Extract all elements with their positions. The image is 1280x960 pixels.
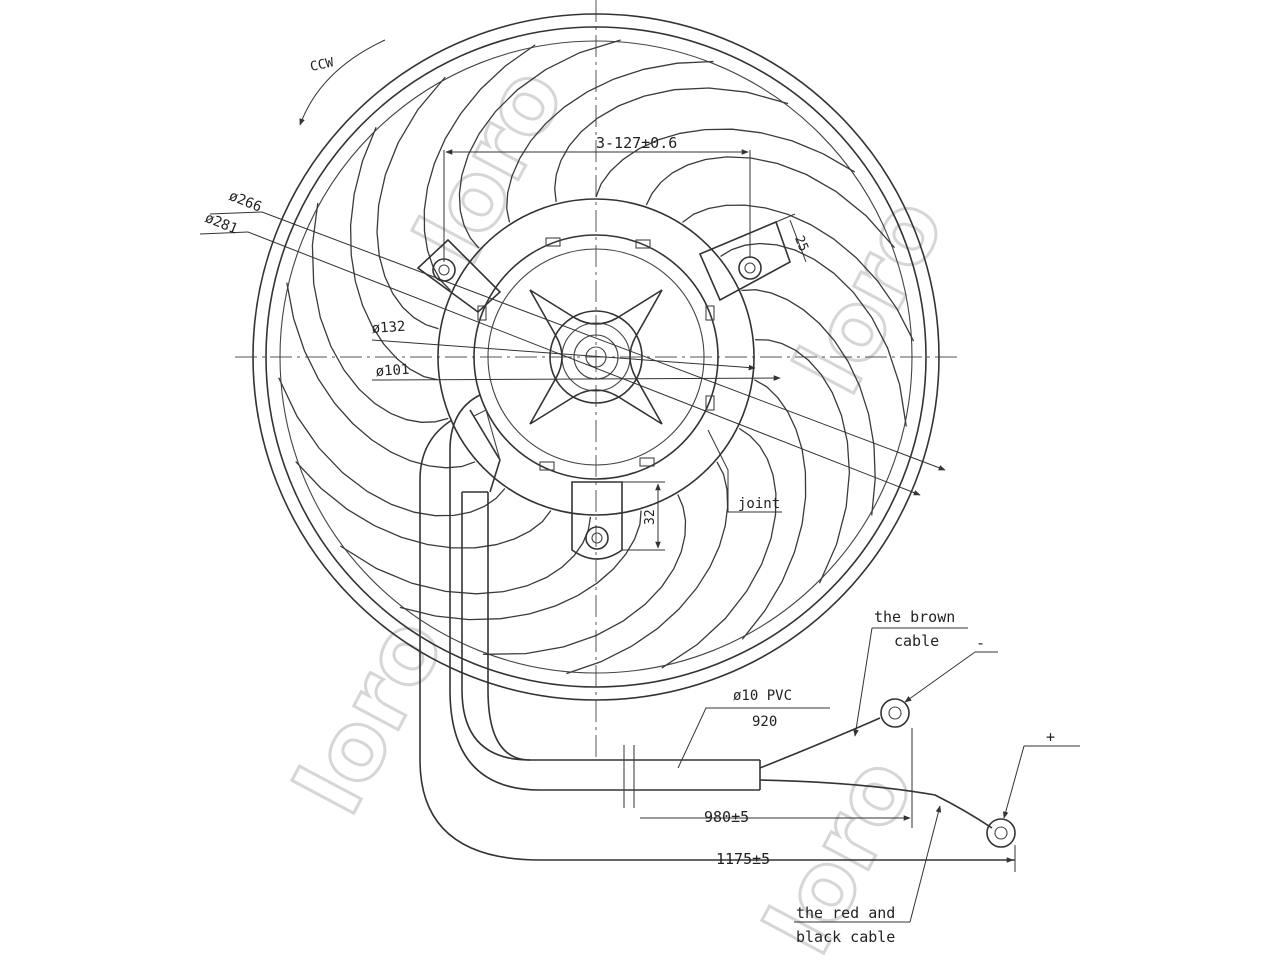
center-lines (235, 0, 960, 760)
dim-lug-depth: 32 (622, 481, 665, 551)
plus-callout: + (1002, 728, 1080, 819)
watermark-group: loro loro loro loro (273, 49, 966, 960)
dim-length-short: 980±5 (640, 728, 913, 828)
cable-run (449, 394, 1016, 848)
dim-ring-diameters: ø266 ø281 (199, 188, 946, 496)
shroud-rings (252, 13, 940, 701)
dim-lug-height: 25 (775, 213, 811, 263)
fan-blade (566, 461, 729, 675)
hub-inner-text: ø101 (375, 362, 410, 380)
watermark-3: loro (275, 601, 465, 831)
lug-height-text: 25 (791, 234, 811, 254)
rotation-indicator: CCW (299, 39, 386, 126)
fan-blade-edge (645, 156, 896, 249)
fan-blades (278, 39, 915, 675)
fan-blade-edge (720, 242, 907, 427)
red-black-cable-callout: the red and black cable (794, 805, 942, 946)
brown-cable-line2: cable (894, 632, 939, 650)
fan-blade-edge (339, 516, 592, 595)
minus-label: - (976, 634, 985, 652)
fan-blade-edge (755, 339, 851, 584)
dim-bolt-circle: 3-127±0.6 (443, 134, 751, 262)
red-black-line1: the red and (796, 904, 895, 922)
ccw-label: CCW (309, 55, 335, 75)
fan-blade (741, 379, 807, 640)
fan-blade (741, 289, 876, 516)
length-short-text: 980±5 (704, 808, 749, 826)
fan-blade-edge (278, 377, 506, 517)
fan-blade (595, 128, 856, 198)
dim-hub-diameters: ø132 ø101 (371, 319, 781, 381)
motor-hub (437, 198, 755, 516)
fan-blade (682, 204, 915, 342)
red-black-line2: black cable (796, 928, 895, 946)
mounting-lugs (416, 220, 791, 560)
length-long-text: 1175±5 (716, 850, 770, 868)
hub-outer-text: ø132 (371, 319, 406, 337)
dim-length-long: 1175±5 (716, 845, 1016, 872)
lug-depth-text: 32 (643, 509, 658, 525)
long-cable-outline (419, 419, 1015, 861)
fan-blade-edge (554, 87, 789, 203)
joint-text: joint (738, 496, 780, 512)
cable-spec-callout: ø10 PVC 920 (677, 688, 830, 769)
fan-blade-edge (311, 202, 449, 423)
fan-blade (349, 127, 438, 381)
fan-blade-edge (482, 494, 687, 655)
fan-blade-edge (661, 427, 777, 669)
brown-cable-callout: the brown cable - (853, 608, 998, 737)
ring-outer-text: ø266 (227, 188, 264, 215)
fan-blade-edge (458, 39, 621, 249)
cable-spec-text: ø10 PVC (733, 688, 792, 704)
fan-blade (506, 60, 714, 223)
cable-length-text: 920 (752, 714, 777, 730)
plus-label: + (1046, 728, 1055, 746)
brown-cable-line1: the brown (874, 608, 955, 626)
fan-blade (399, 510, 642, 621)
fan-blade (295, 461, 552, 549)
bolt-circle-text: 3-127±0.6 (596, 134, 677, 152)
joint-callout: joint (707, 429, 782, 513)
watermark-2: loro (775, 181, 965, 411)
fan-blade (286, 282, 476, 469)
